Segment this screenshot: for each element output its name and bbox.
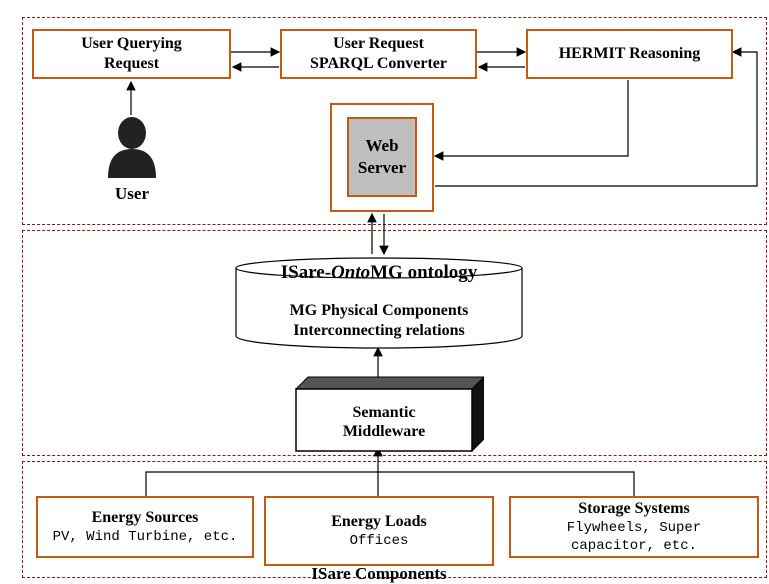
energy-loads-box: Energy Loads Offices bbox=[264, 496, 494, 566]
middleware-line2: Middleware bbox=[342, 423, 426, 440]
storage-systems-detail-line1: Flywheels, Super bbox=[566, 520, 702, 536]
sparql-converter-box: User Request SPARQL Converter bbox=[280, 29, 477, 79]
isare-components-label: ISare Components bbox=[311, 564, 447, 583]
ontology-line1: MG Physical Components bbox=[289, 302, 469, 319]
storage-systems-box: Storage Systems Flywheels, Super capacit… bbox=[509, 496, 759, 558]
web-server-inner: Web Server bbox=[347, 117, 417, 197]
ontology-title-suffix: MG ontology bbox=[370, 262, 478, 283]
energy-loads-detail: Offices bbox=[349, 533, 409, 549]
storage-systems-title: Storage Systems bbox=[578, 500, 690, 517]
ontology-cylinder bbox=[235, 257, 523, 349]
sparql-converter-line1: User Request bbox=[333, 35, 424, 52]
energy-loads-title: Energy Loads bbox=[331, 513, 427, 530]
user-icon bbox=[108, 117, 156, 178]
ontology-line2: Interconnecting relations bbox=[293, 322, 465, 339]
middle-region bbox=[22, 230, 767, 456]
top-region bbox=[22, 17, 767, 225]
middleware-label: Semantic Middleware bbox=[296, 403, 472, 441]
ontology-title-italic: Onto bbox=[331, 262, 371, 283]
user-querying-request-line1: User Querying bbox=[81, 35, 182, 52]
ontology-title: ISare-OntoMG ontology bbox=[234, 262, 524, 284]
storage-systems-detail-line2: capacitor, etc. bbox=[570, 538, 698, 554]
user-querying-request-box: User Querying Request bbox=[32, 29, 231, 79]
bottom-region bbox=[22, 461, 767, 578]
user-label: User bbox=[115, 184, 149, 203]
energy-sources-box: Energy Sources PV, Wind Turbine, etc. bbox=[36, 496, 254, 558]
web-server-line1: Web bbox=[365, 136, 399, 155]
web-server-line2: Server bbox=[357, 158, 407, 177]
hermit-reasoning-label: HERMIT Reasoning bbox=[558, 45, 701, 62]
middleware-line1: Semantic bbox=[352, 404, 416, 421]
user-querying-request-line2: Request bbox=[103, 55, 160, 72]
hermit-reasoning-box: HERMIT Reasoning bbox=[526, 29, 733, 79]
energy-sources-detail: PV, Wind Turbine, etc. bbox=[52, 529, 238, 545]
ontology-title-prefix: ISare- bbox=[280, 262, 332, 283]
energy-sources-title: Energy Sources bbox=[91, 509, 199, 526]
sparql-converter-line2: SPARQL Converter bbox=[309, 55, 447, 72]
middleware-block bbox=[294, 376, 484, 453]
